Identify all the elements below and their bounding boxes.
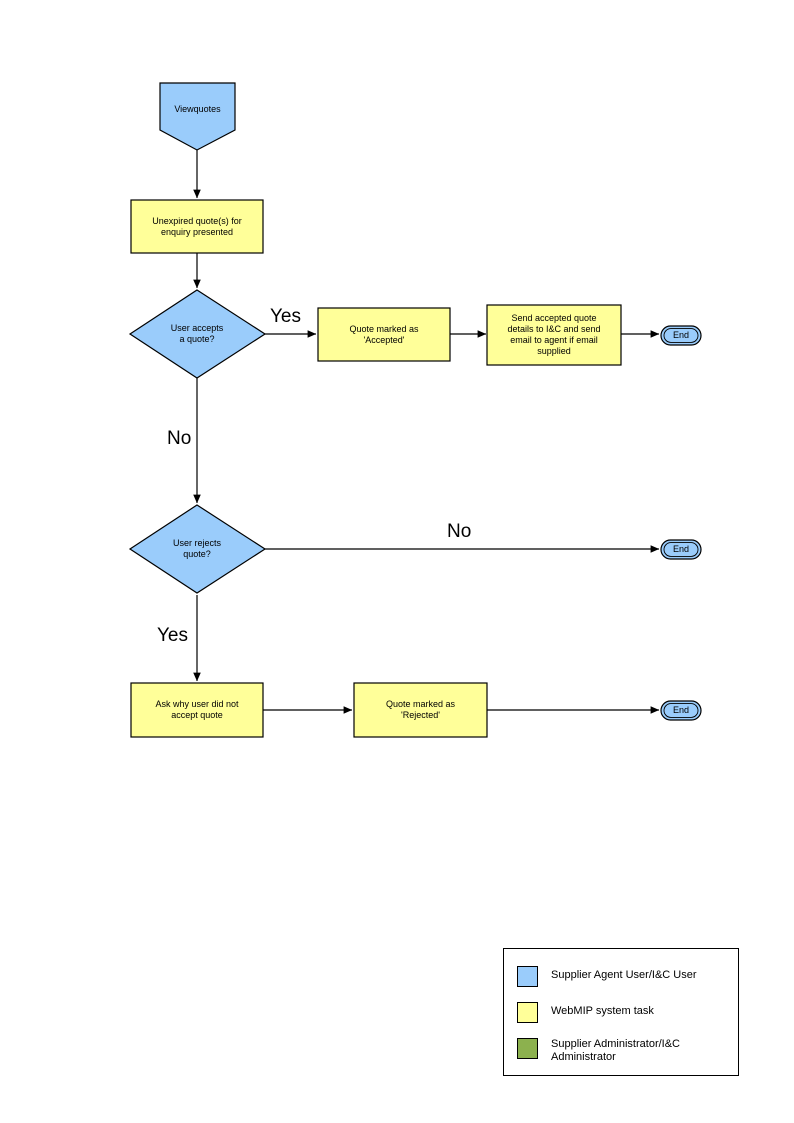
node-end-1[interactable] [660,325,702,346]
legend-item-webmip-task: WebMIP system task [517,1002,654,1023]
node-unexpired-quotes[interactable] [130,199,264,254]
node-send-accepted-details[interactable] [486,304,622,366]
legend-swatch-blue [517,966,538,987]
node-end-2[interactable] [660,539,702,560]
node-ask-why-not-accepted[interactable] [130,682,264,738]
node-end-3[interactable] [660,700,702,721]
legend-swatch-green [517,1038,538,1059]
legend-label-supplier-admin: Supplier Administrator/I&C Administrator [551,1038,680,1063]
legend-item-supplier-agent: Supplier Agent User/I&C User [517,966,697,987]
legend-label-supplier-agent: Supplier Agent User/I&C User [551,969,697,981]
node-quote-marked-rejected[interactable] [353,682,488,738]
legend-panel: Supplier Agent User/I&C User WebMIP syst… [503,948,739,1076]
edge-label-accepts-no: No [167,428,192,449]
legend-swatch-yellow [517,1002,538,1023]
legend-item-supplier-admin: Supplier Administrator/I&C Administrator [517,1038,680,1064]
node-decision-user-rejects[interactable] [128,504,267,594]
node-quote-marked-accepted[interactable] [317,307,451,362]
node-start-viewquotes[interactable] [159,82,236,151]
edge-label-rejects-yes: Yes [157,625,188,646]
legend-label-webmip-task: WebMIP system task [551,1005,654,1017]
edge-label-rejects-no: No [447,521,472,542]
node-decision-user-accepts[interactable] [128,289,267,379]
edge-label-accepts-yes: Yes [270,306,301,327]
